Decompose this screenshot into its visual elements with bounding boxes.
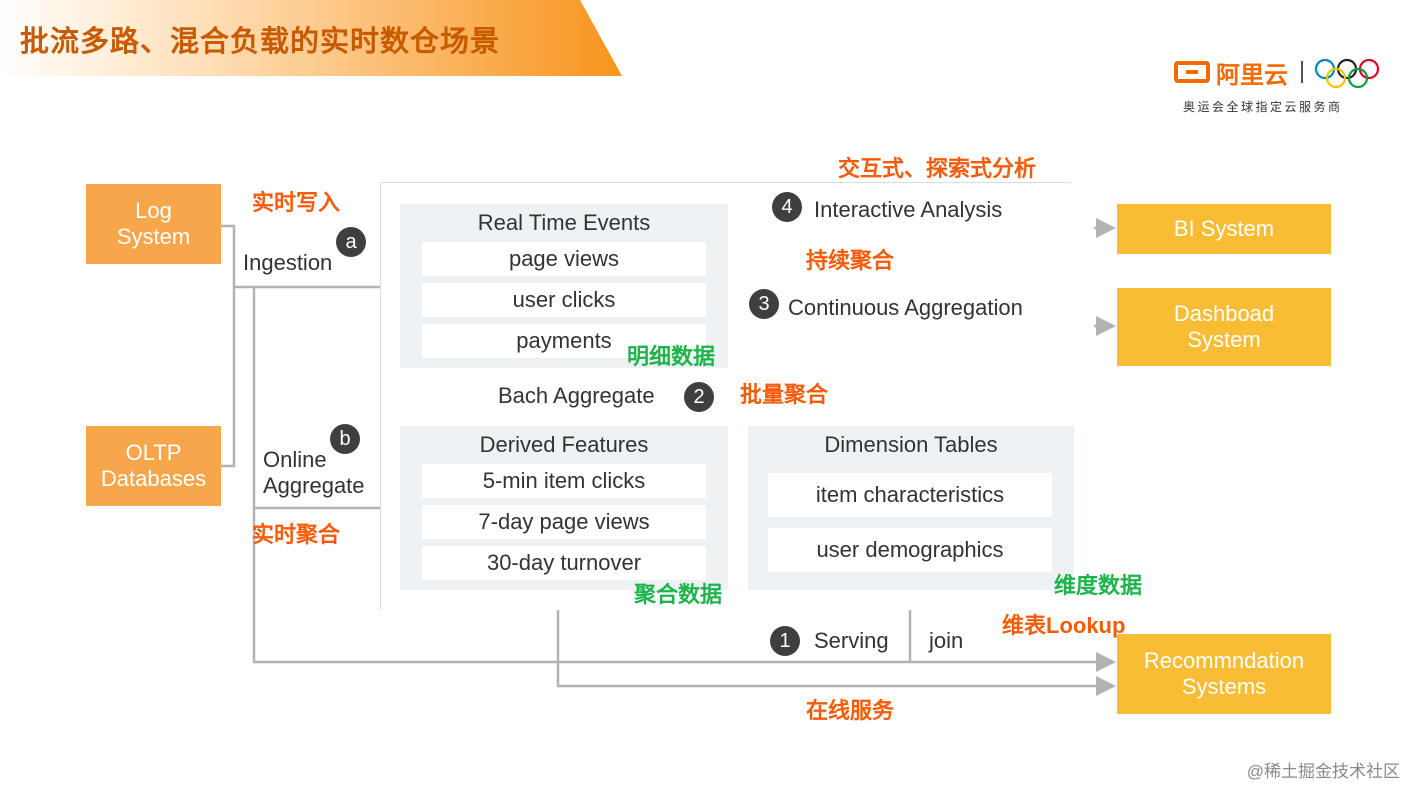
ingestion-badge: a	[336, 227, 366, 257]
logo-divider	[1301, 61, 1303, 83]
features-serving-arrow	[556, 590, 1116, 696]
realtime-agg-annotation: 实时聚合	[252, 522, 341, 547]
online-aggregate-badge: b	[330, 424, 360, 454]
aliyun-mark-icon	[1174, 61, 1210, 83]
batch-aggregate-label: Bach Aggregate	[498, 383, 655, 408]
continuous-badge: 3	[749, 289, 779, 319]
dimension-tables-group: Dimension Tables item characteristics us…	[748, 426, 1074, 590]
realtime-write-annotation: 实时写入	[252, 190, 341, 215]
log-system-line2: System	[116, 224, 191, 249]
dashboard-system-box: Dashboad System	[1117, 288, 1331, 366]
serving-arrow	[252, 508, 1116, 672]
brand-name: 阿里云	[1216, 62, 1288, 89]
ingestion-label: Ingestion	[243, 250, 333, 275]
online-service-annotation: 在线服务	[806, 698, 895, 723]
list-item: user clicks	[422, 283, 706, 317]
list-item: user demographics	[768, 528, 1052, 572]
aliyun-logo: 阿里云	[1174, 55, 1384, 95]
continuous-aggregation-label: Continuous Aggregation	[788, 295, 1023, 320]
list-item: 7-day page views	[422, 505, 706, 539]
agg-data-annotation: 聚合数据	[634, 582, 723, 607]
derived-features-group: Derived Features 5-min item clicks 7-day…	[400, 426, 728, 590]
continuous-agg-annotation: 持续聚合	[806, 248, 895, 273]
online-aggregate-label-line1: Online	[263, 447, 327, 472]
real-time-events-group: Real Time Events page views user clicks …	[400, 204, 728, 368]
dashboard-line2: System	[1187, 327, 1261, 352]
serving-badge: 1	[770, 626, 800, 656]
serving-label: Serving	[814, 628, 889, 653]
bi-system-label: BI System	[1173, 216, 1275, 241]
oltp-databases-box: OLTP Databases	[86, 426, 221, 506]
derived-features-title: Derived Features	[479, 432, 649, 457]
dashboard-line1: Dashboad	[1173, 301, 1275, 326]
recommendation-line2: Systems	[1181, 674, 1267, 699]
list-item: 5-min item clicks	[422, 464, 706, 498]
list-item: payments	[422, 324, 706, 358]
log-system-box: Log System	[86, 184, 221, 264]
interactive-badge: 4	[772, 192, 802, 222]
log-system-line1: Log	[135, 198, 172, 223]
source-merge-line	[221, 224, 236, 468]
oltp-line1: OLTP	[125, 440, 182, 465]
title-banner	[0, 0, 622, 76]
batch-aggregate-badge: 2	[684, 382, 714, 412]
list-item: 30-day turnover	[422, 546, 706, 580]
real-time-events-title: Real Time Events	[477, 210, 651, 235]
list-item: item characteristics	[768, 473, 1052, 517]
dimension-tables-title: Dimension Tables	[824, 432, 998, 457]
olympic-rings-icon	[1314, 58, 1380, 89]
interactive-analysis-label: Interactive Analysis	[814, 197, 1003, 222]
watermark: @稀土掘金技术社区	[1246, 762, 1400, 781]
recommendation-systems-box: Recommndation Systems	[1117, 634, 1331, 714]
page-title: 批流多路、混合负载的实时数仓场景	[20, 26, 501, 58]
interactive-explore-annotation: 交互式、探索式分析	[838, 156, 1037, 181]
detail-data-annotation: 明细数据	[627, 344, 716, 369]
dim-lookup-annotation: 维表Lookup	[1002, 613, 1126, 638]
join-label: join	[929, 628, 964, 653]
bi-system-box: BI System	[1117, 204, 1331, 254]
dim-data-annotation: 维度数据	[1054, 573, 1143, 598]
logo-subtitle: 奥运会全球指定云服务商	[1183, 100, 1343, 114]
batch-agg-annotation: 批量聚合	[740, 382, 829, 407]
list-item: page views	[422, 242, 706, 276]
recommendation-line1: Recommndation	[1143, 648, 1305, 673]
online-aggregate-label-line2: Aggregate	[263, 473, 365, 498]
oltp-line2: Databases	[100, 466, 207, 491]
